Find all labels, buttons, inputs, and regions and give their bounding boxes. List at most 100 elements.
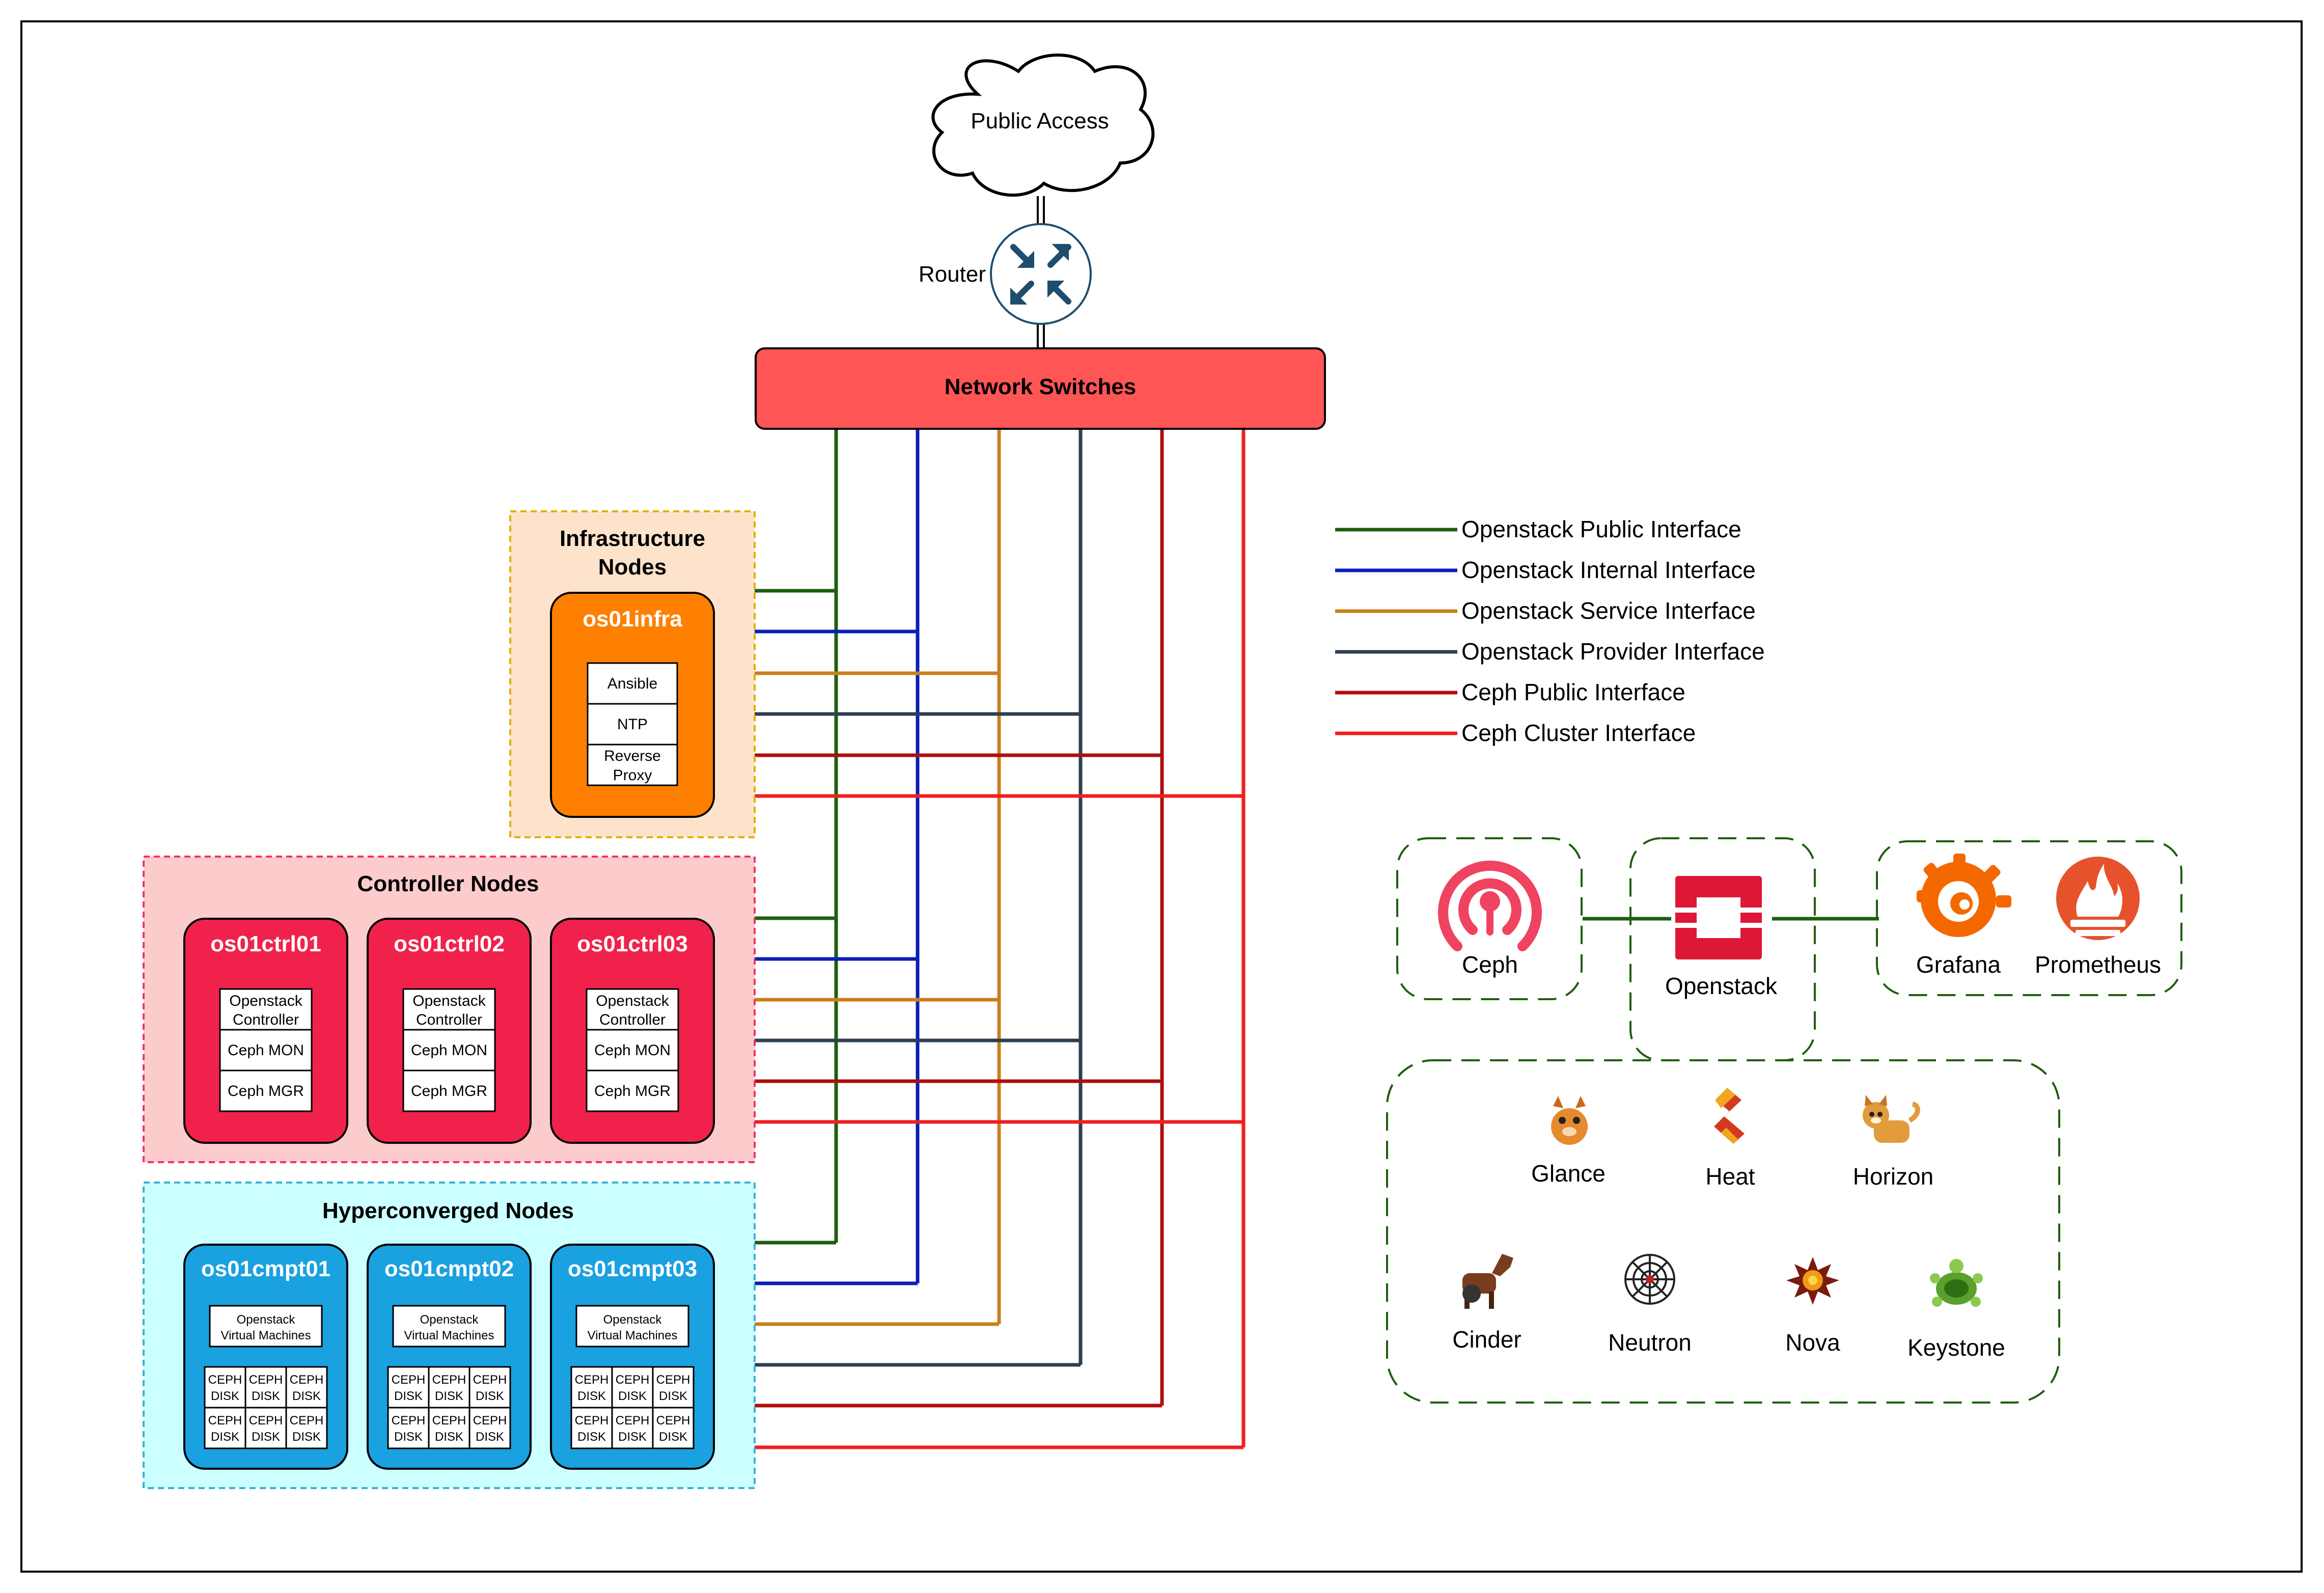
ceph-disk-line2: DISK [577,1389,606,1403]
vm-label-line1: Openstack [237,1313,296,1327]
ceph-disk: CEPH DISK [570,1366,613,1409]
ceph-disk-line2: DISK [659,1430,687,1444]
legend-label: Openstack Public Interface [1461,516,1741,542]
grafana-label: Grafana [1916,951,2001,978]
legend-label: Ceph Cluster Interface [1461,720,1696,746]
infrastructure-nodes-group: Infrastructure Nodes os01infra Ansible N… [509,510,756,838]
ceph-disk-line2: DISK [618,1430,647,1444]
ceph-public-links [755,428,1164,1408]
glance-label: Glance [1531,1160,1606,1187]
vm-box [575,1305,689,1348]
ctrl-node-3-title: os01ctrl03 [577,931,688,956]
ctrl-node-2-svc-mgr: Ceph MGR [411,1083,487,1100]
vm-label-line2: Virtual Machines [404,1329,494,1342]
hyper-group-title: Hyperconverged Nodes [322,1198,574,1223]
legend-label: Openstack Service Interface [1461,597,1756,624]
legend-item: Openstack Public Interface [1335,516,1741,542]
ceph-logo-icon [1438,860,1542,951]
cinder-icon [1462,1254,1513,1309]
hyper-node-2-title: os01cmpt02 [384,1256,514,1281]
public-access-cloud: Public Access [931,53,1155,197]
grafana-logo-icon [1917,854,2011,937]
legend-label: Openstack Internal Interface [1461,557,1756,583]
ceph-disk-line2: DISK [211,1430,239,1444]
ctrl-node-2-svc-controller: Controller [416,1011,482,1028]
infra-group-title-line2: Nodes [598,555,667,580]
ceph-disk-line1: CEPH [249,1373,283,1387]
ceph-disk: CEPH DISK [652,1407,695,1449]
monitoring-group-box [1876,840,2182,996]
ceph-disk-line2: DISK [435,1430,463,1444]
infra-service-ntp: NTP [617,716,648,733]
openstack-internal-links [755,428,920,1285]
ceph-disk: CEPH DISK [428,1366,471,1409]
ceph-disk-line1: CEPH [208,1373,242,1387]
openstack-label: Openstack [1665,973,1778,999]
ceph-disk-line1: CEPH [432,1414,466,1427]
ctrl-node-1-svc-mgr: Ceph MGR [228,1083,304,1100]
vm-label-line1: Openstack [420,1313,479,1327]
ceph-group-box [1396,837,1583,1000]
ceph-disk-line2: DISK [394,1430,423,1444]
ctrl-node-3-svc-openstack: Openstack [596,993,669,1009]
ceph-disk: CEPH DISK [387,1366,430,1409]
legend-item: Openstack Service Interface [1335,597,1756,624]
ceph-disk-line1: CEPH [616,1414,650,1427]
ctrl-node-1-title: os01ctrl01 [210,931,321,956]
ceph-label: Ceph [1462,951,1518,978]
ceph-cluster-links [755,428,1246,1449]
ceph-disk-line1: CEPH [656,1414,690,1427]
ceph-disk-line2: DISK [659,1389,687,1403]
router: Router [919,223,1092,325]
legend-item: Openstack Internal Interface [1335,557,1756,583]
public-access-label: Public Access [971,108,1109,133]
ceph-disk-line2: DISK [292,1430,321,1444]
glance-icon [1551,1096,1588,1145]
ceph-disk-line1: CEPH [575,1414,609,1427]
ceph-disk-line2: DISK [435,1389,463,1403]
ctrl-node-1-svc-mon: Ceph MON [228,1042,304,1059]
infra-service-ansible: Ansible [607,675,657,692]
legend-item: Ceph Public Interface [1335,679,1685,705]
controller-nodes-group: Controller Nodes os01ctrl01 Openstack Co… [143,856,756,1163]
hyper-node-3-title: os01cmpt03 [568,1256,697,1281]
hyperconverged-nodes-group: Hyperconverged Nodes os01cmpt01Openstack… [143,1182,756,1489]
network-switches: Network Switches [755,347,1326,430]
vm-label-line2: Virtual Machines [221,1329,311,1342]
infra-group-title-line1: Infrastructure [560,526,705,551]
openstack-public-links [755,428,838,1245]
ceph-disk-line2: DISK [476,1389,504,1403]
switches-label: Network Switches [945,374,1137,399]
ceph-disk: CEPH DISK [570,1407,613,1449]
ctrl-node-1-svc-openstack: Openstack [229,993,302,1009]
ctrl-node-2-svc-mon: Ceph MON [411,1042,487,1059]
ceph-disk-line2: DISK [394,1389,423,1403]
ceph-disk-line1: CEPH [473,1414,507,1427]
legend-label: Openstack Provider Interface [1461,638,1765,665]
infra-service-proxy: Proxy [613,767,652,784]
ceph-disk-line1: CEPH [656,1373,690,1387]
openstack-provider-links [755,428,1083,1367]
ceph-disk-line2: DISK [252,1389,280,1403]
ctrl-node-3-svc-mgr: Ceph MGR [594,1083,671,1100]
ceph-disk: CEPH DISK [652,1366,695,1409]
openstack-logo-icon [1675,876,1762,959]
nova-icon [1786,1257,1839,1305]
ceph-disk-line1: CEPH [575,1373,609,1387]
cloud-shape [931,53,1155,197]
uplink-connectors [1037,196,1045,348]
network-links [755,428,1246,1449]
horizon-icon [1863,1095,1920,1143]
ceph-disk-line1: CEPH [432,1373,466,1387]
os01infra-title: os01infra [583,607,682,631]
ceph-disk-line1: CEPH [392,1373,426,1387]
vm-label-line2: Virtual Machines [588,1329,678,1342]
ceph-disk-line2: DISK [577,1430,606,1444]
vm-box [392,1305,506,1348]
